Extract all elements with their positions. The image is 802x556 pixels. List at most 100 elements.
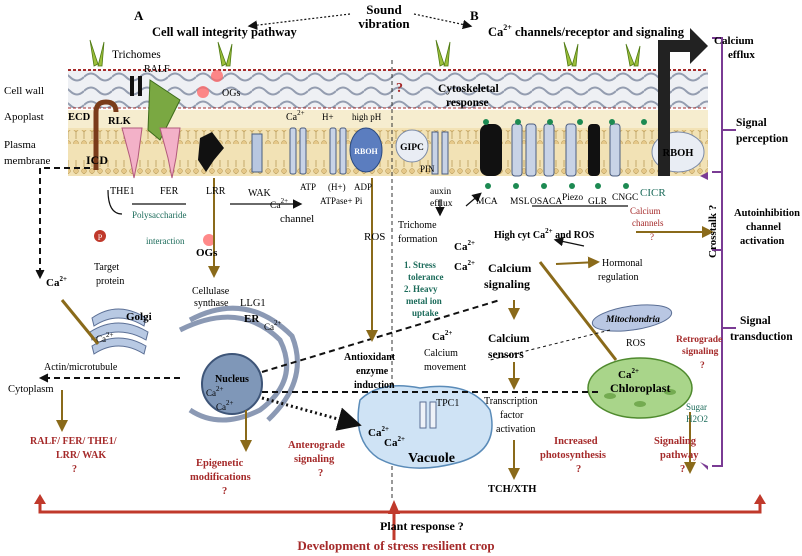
llg1-label: LLG1 (240, 298, 266, 309)
pin-transporter-icon (431, 131, 449, 175)
svg-text:Ca2+: Ca2+ (454, 239, 475, 253)
ca-movement-label: Ca (432, 332, 446, 343)
calcium-channels-label-2: channels (632, 218, 664, 228)
anterograde-label-2: signaling (294, 454, 335, 465)
mitochondria-label: Mitochondria (605, 315, 660, 325)
ogs-mid-label: OGs (196, 247, 218, 259)
calcium-channels-label-1: Calcium (630, 206, 661, 216)
ca-nucleus-label-2: Ca (216, 402, 226, 412)
svg-text:Ca2+: Ca2+ (96, 331, 114, 344)
golgi-label: Golgi (126, 311, 152, 323)
plant-response-bracket (38, 500, 762, 514)
sugar-label-1: Sugar (686, 402, 707, 412)
panel-b-title: channels/receptor and signaling (512, 25, 685, 39)
high-cyt-label: High cyt Ca (494, 230, 545, 241)
lrr-leaf-receptor-icon (147, 79, 181, 141)
autoinhibition-label-3: activation (740, 236, 784, 247)
stress-label-3: 2. Heavy (404, 284, 438, 294)
ca-b-label: Ca (454, 261, 468, 273)
calcium-movement-label-2: movement (424, 362, 466, 373)
polysaccharide-label-1: Polysaccharide (132, 210, 186, 220)
rboh-right-label: RBOH (663, 148, 694, 159)
trichome-formation-label-2: formation (398, 234, 437, 245)
epigenetic-label-2: modifications (190, 472, 251, 483)
fer-label: FER (160, 186, 179, 197)
phosphate-icon (94, 230, 106, 242)
stress-label-2: tolerance (408, 272, 443, 282)
svg-text:Ca2+: Ca2+ (46, 275, 67, 289)
high-ph-label: high pH (352, 112, 382, 122)
high-cyt-label-2: and ROS (553, 230, 595, 241)
h-minus-label: (H+) (328, 182, 346, 192)
signaling-pathway-label-1: Signaling (654, 436, 697, 447)
channel-label: channel (280, 213, 314, 225)
hormonal-label-2: regulation (598, 272, 639, 283)
target-protein-label-2: protein (96, 276, 124, 287)
mitochondria-icon (591, 304, 673, 332)
auxin-label-1: auxin (430, 187, 451, 197)
nucleus-label: Nucleus (215, 374, 249, 385)
ralf-label: RALF (144, 64, 170, 75)
increased-question: ? (576, 464, 581, 475)
cngc-label: CNGC (612, 193, 638, 203)
atp-label: ATP (300, 182, 316, 192)
hormonal-label-1: Hormonal (602, 258, 643, 269)
signal-transduction-label-1: Signal (740, 315, 771, 327)
ca-er-label: Ca (264, 322, 274, 332)
rboh-left-icon (349, 127, 383, 173)
ralf-list-label-2: LRR/ WAK (56, 450, 106, 461)
h-plus-label: H+ (322, 112, 334, 122)
trichome-formation-label-1: Trichome (398, 220, 437, 231)
crosstalk-label: Crosstalk ? (707, 205, 719, 258)
actin-label: Actin/microtubule (44, 362, 118, 373)
question-mark: ? (396, 81, 403, 96)
calcium-efflux-label-2: efflux (728, 49, 755, 61)
antioxidant-label-3: induction (354, 380, 395, 391)
mechanosensitive-channel-icons (480, 123, 621, 177)
signaling-pathway-question: ? (680, 464, 685, 475)
signal-transduction-label-2: transduction (730, 331, 793, 343)
chloroplast-label: Chloroplast (610, 381, 670, 395)
rlk-label: RLK (108, 116, 132, 127)
pin-label: PIN (420, 164, 435, 174)
apoplast-label: Apoplast (4, 111, 44, 123)
svg-text:Ca2+ channels/receptor and sig: Ca2+ channels/receptor and signaling (488, 23, 685, 39)
glr-label: GLR (588, 197, 608, 207)
vacuole-label: Vacuole (408, 451, 455, 466)
svg-text:Ca2+: Ca2+ (368, 425, 389, 439)
sound-label: Sound (366, 2, 402, 17)
svg-text:Ca2+: Ca2+ (454, 259, 475, 273)
calcium-ion-dots (483, 119, 647, 189)
stress-label-1: 1. Stress (404, 260, 436, 270)
anterograde-label-1: Anterograde (288, 440, 345, 451)
ca-channel-label: Ca (270, 201, 281, 211)
cicr-label: CICR (640, 187, 666, 199)
vibration-label: vibration (358, 16, 410, 31)
membrane-channel-icons (289, 127, 347, 175)
calcium-efflux-arrow (658, 28, 708, 176)
svg-text:Ca2+: Ca2+ (270, 197, 288, 211)
anterograde-question: ? (318, 468, 323, 479)
autoinhibition-label-2: channel (746, 222, 781, 233)
signal-brackets (712, 37, 736, 467)
epigenetic-question: ? (222, 486, 227, 497)
calcium-movement-label-1: Calcium (424, 348, 458, 359)
wak-label: WAK (248, 188, 272, 199)
epigenetic-label-1: Epigenetic (196, 458, 244, 469)
ros-right-label: ROS (626, 338, 645, 349)
golgi-icon (89, 308, 149, 355)
cellulase-label-2: synthase (194, 298, 229, 309)
the1-fer-receptor-icons (121, 127, 181, 179)
retrograde-label-2: signaling (682, 347, 719, 357)
svg-text:Ca2+: Ca2+ (216, 399, 234, 412)
svg-text:Ca2+: Ca2+ (264, 319, 282, 332)
cytoskeletal-label-1: Cytoskeletal (438, 83, 499, 95)
nucleus-icon (201, 353, 263, 415)
stress-label-5: uptake (412, 308, 439, 318)
autoinhibition-label-1: Autoinhibition (734, 208, 800, 219)
piezo-label: Piezo (562, 193, 583, 203)
auxin-label-2: efflux (430, 198, 453, 209)
ca-membrane-label: Ca (286, 112, 298, 123)
rlk-receptor-icon (93, 99, 119, 170)
trichomes-label: Trichomes (112, 49, 161, 61)
